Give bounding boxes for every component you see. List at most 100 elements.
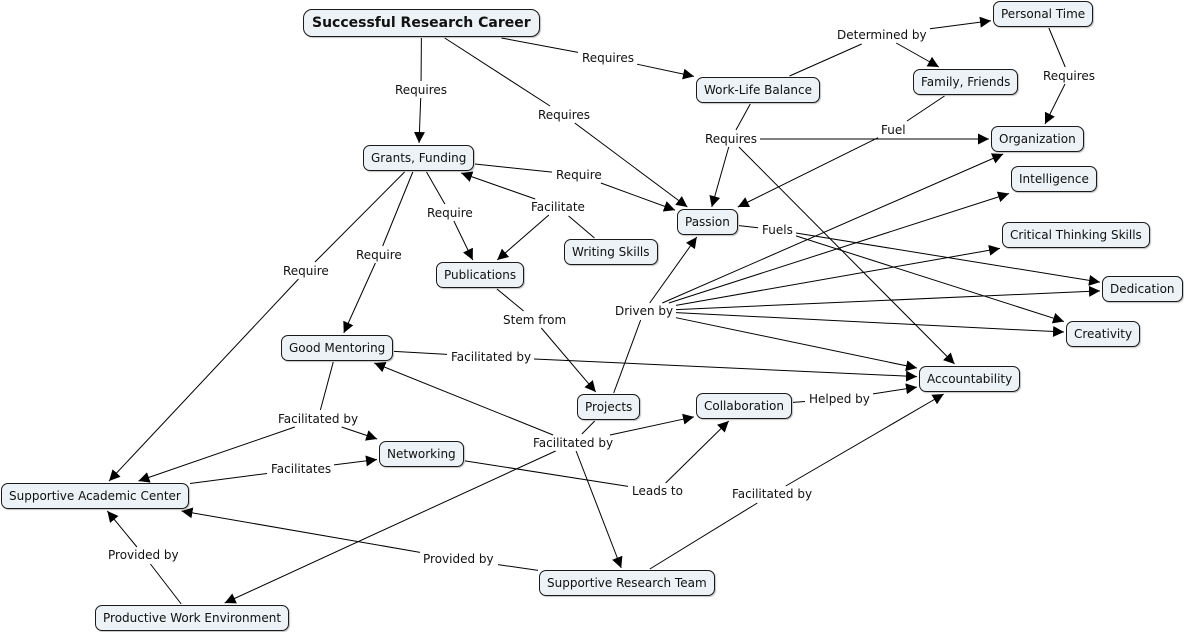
link-label-determined-by: Determined by	[835, 28, 929, 42]
link-label-facilitated-by: Facilitated by	[531, 436, 616, 450]
concept-intelligence[interactable]: Intelligence	[1011, 166, 1097, 192]
concept-creativity[interactable]: Creativity	[1066, 321, 1141, 347]
edge-driven_by-to-dedication	[675, 285, 1101, 311]
concept-personal-time[interactable]: Personal Time	[993, 1, 1094, 27]
link-label-requires: Requires	[536, 108, 593, 122]
edge-grants-to-grants_require_mentoring	[382, 171, 414, 247]
edge-grants-to-grants_require_passion	[474, 163, 553, 173]
edge-mentoring_facilitated_by-to-accountability	[533, 358, 918, 382]
link-label-facilitates: Facilitates	[269, 462, 334, 476]
link-label-fuel: Fuel	[879, 123, 908, 137]
edge-team_facilitated_by-to-accountability	[785, 393, 944, 487]
edge-collaboration-to-helped_by	[792, 401, 806, 403]
link-label-facilitated-by: Facilitated by	[730, 487, 815, 501]
link-label-driven-by: Driven by	[613, 304, 676, 318]
edge-driven_by-to-critical	[675, 244, 1001, 306]
edge-projects_facilitated_by-to-research_team	[575, 450, 623, 569]
link-label-facilitated-by: Facilitated by	[276, 412, 361, 426]
concept-publications[interactable]: Publications	[436, 262, 525, 288]
concept-collaboration[interactable]: Collaboration	[696, 393, 792, 419]
edge-grants-to-grants_require_center	[314, 171, 405, 263]
edge-facilitate-to-publications	[496, 214, 550, 261]
link-label-facilitate: Facilitate	[529, 200, 587, 214]
concept-networking[interactable]: Networking	[379, 441, 464, 467]
edge-determined_by-to-family	[895, 42, 940, 68]
link-label-requires: Requires	[580, 51, 637, 65]
edge-provided_by_team-to-academic_center	[181, 507, 421, 553]
concept-grants-funding[interactable]: Grants, Funding	[363, 145, 475, 171]
edge-stem_from-to-projects	[540, 327, 597, 393]
link-label-helped-by: Helped by	[807, 392, 872, 406]
concept-family-friends[interactable]: Family, Friends	[913, 69, 1019, 95]
edge-research_team-to-team_facilitated_by	[649, 502, 758, 570]
edge-projects-to-driven_by	[613, 319, 642, 394]
link-label-require: Require	[425, 206, 475, 220]
edge-work_env-to-provided_by_env	[150, 563, 182, 605]
edge-academic_center-to-facilitates	[189, 472, 268, 485]
link-label-require: Require	[281, 264, 331, 278]
concept-productive-work-environment[interactable]: Productive Work Environment	[95, 605, 290, 631]
edge-passion-to-fuels	[738, 225, 759, 229]
edge-root-to-root_requires_passion	[444, 37, 551, 107]
edge-work_life-to-wlb_requires	[735, 103, 751, 131]
concept-work-life-balance[interactable]: Work-Life Balance	[696, 77, 821, 103]
edge-root-to-root_requires_wlb	[501, 37, 579, 53]
edge-driven_by-to-intelligence	[668, 191, 1010, 304]
link-label-provided-by: Provided by	[106, 548, 181, 562]
edge-grants_require_mentoring-to-mentoring	[343, 262, 376, 334]
concept-passion[interactable]: Passion	[677, 209, 738, 235]
concept-good-mentoring[interactable]: Good Mentoring	[281, 335, 394, 361]
edge-grants_require_passion-to-passion	[600, 182, 676, 212]
link-label-fuels: Fuels	[760, 223, 795, 237]
link-label-requires: Requires	[1041, 69, 1098, 83]
edge-projects_facilitated_by-to-collaboration	[609, 413, 695, 436]
edge-pt_requires-to-organization	[1044, 83, 1066, 125]
edge-publications-to-stem_from	[496, 288, 524, 312]
link-label-require: Require	[554, 168, 604, 182]
concept-successful-research-career[interactable]: Successful Research Career	[303, 9, 540, 37]
link-label-requires: Requires	[703, 132, 760, 146]
edge-facilitates-to-networking	[333, 455, 378, 467]
edge-research_team-to-provided_by_team	[497, 564, 539, 571]
edge-mentoring-to-mentoring_facilitated_by_2	[319, 361, 334, 411]
concept-accountability[interactable]: Accountability	[919, 366, 1021, 392]
link-label-provided-by: Provided by	[421, 552, 496, 566]
edge-networking-to-leads_to	[464, 460, 629, 487]
edge-root_requires_passion-to-passion	[574, 122, 688, 208]
edge-mentoring_facilitated_by_2-to-networking	[341, 426, 378, 441]
edge-wlb_requires-to-passion	[709, 146, 730, 208]
edge-provided_by_env-to-academic_center	[106, 510, 138, 548]
edge-personal_time-to-pt_requires	[1048, 27, 1066, 68]
concept-dedication[interactable]: Dedication	[1102, 276, 1183, 302]
concept-supportive-academic-center[interactable]: Supportive Academic Center	[1, 483, 189, 509]
edge-projects_facilitated_by-to-work_env	[224, 450, 556, 604]
edge-mentoring_facilitated_by_2-to-academic_center	[138, 426, 295, 483]
edge-driven_by-to-organization	[662, 153, 1004, 304]
edge-projects_facilitated_by-to-mentoring	[374, 362, 554, 436]
edge-wlb_requires-to-accountability	[738, 146, 955, 365]
edge-fuels-to-creativity	[795, 235, 1065, 324]
edge-driven_by-to-creativity	[675, 312, 1065, 337]
edge-helped_by-to-accountability	[872, 383, 918, 395]
concept-critical-thinking-skills[interactable]: Critical Thinking Skills	[1002, 222, 1150, 248]
edge-driven_by-to-passion	[649, 236, 698, 304]
link-label-leads-to: Leads to	[630, 484, 685, 498]
edge-determined_by-to-personal_time	[929, 16, 992, 30]
edge-grants_require_center-to-academic_center	[108, 278, 299, 482]
concept-organization[interactable]: Organization	[991, 126, 1084, 152]
edge-leads_to-to-collaboration	[665, 420, 730, 484]
edge-writing-to-facilitate	[568, 215, 595, 239]
edge-facilitate-to-grants	[461, 171, 536, 200]
edge-mentoring-to-mentoring_facilitated_by	[393, 350, 448, 355]
link-label-stem-from: Stem from	[501, 313, 569, 327]
link-label-require: Require	[354, 248, 404, 262]
concept-writing-skills[interactable]: Writing Skills	[564, 239, 658, 265]
edge-driven_by-to-accountability	[675, 317, 918, 372]
concept-projects[interactable]: Projects	[577, 394, 641, 420]
edge-work_life-to-determined_by	[789, 43, 862, 77]
concept-supportive-research-team[interactable]: Supportive Research Team	[539, 570, 715, 596]
edge-projects-to-projects_facilitated_by	[581, 420, 596, 435]
link-label-facilitated-by: Facilitated by	[449, 350, 534, 364]
edge-family-to-fuel	[906, 95, 945, 122]
